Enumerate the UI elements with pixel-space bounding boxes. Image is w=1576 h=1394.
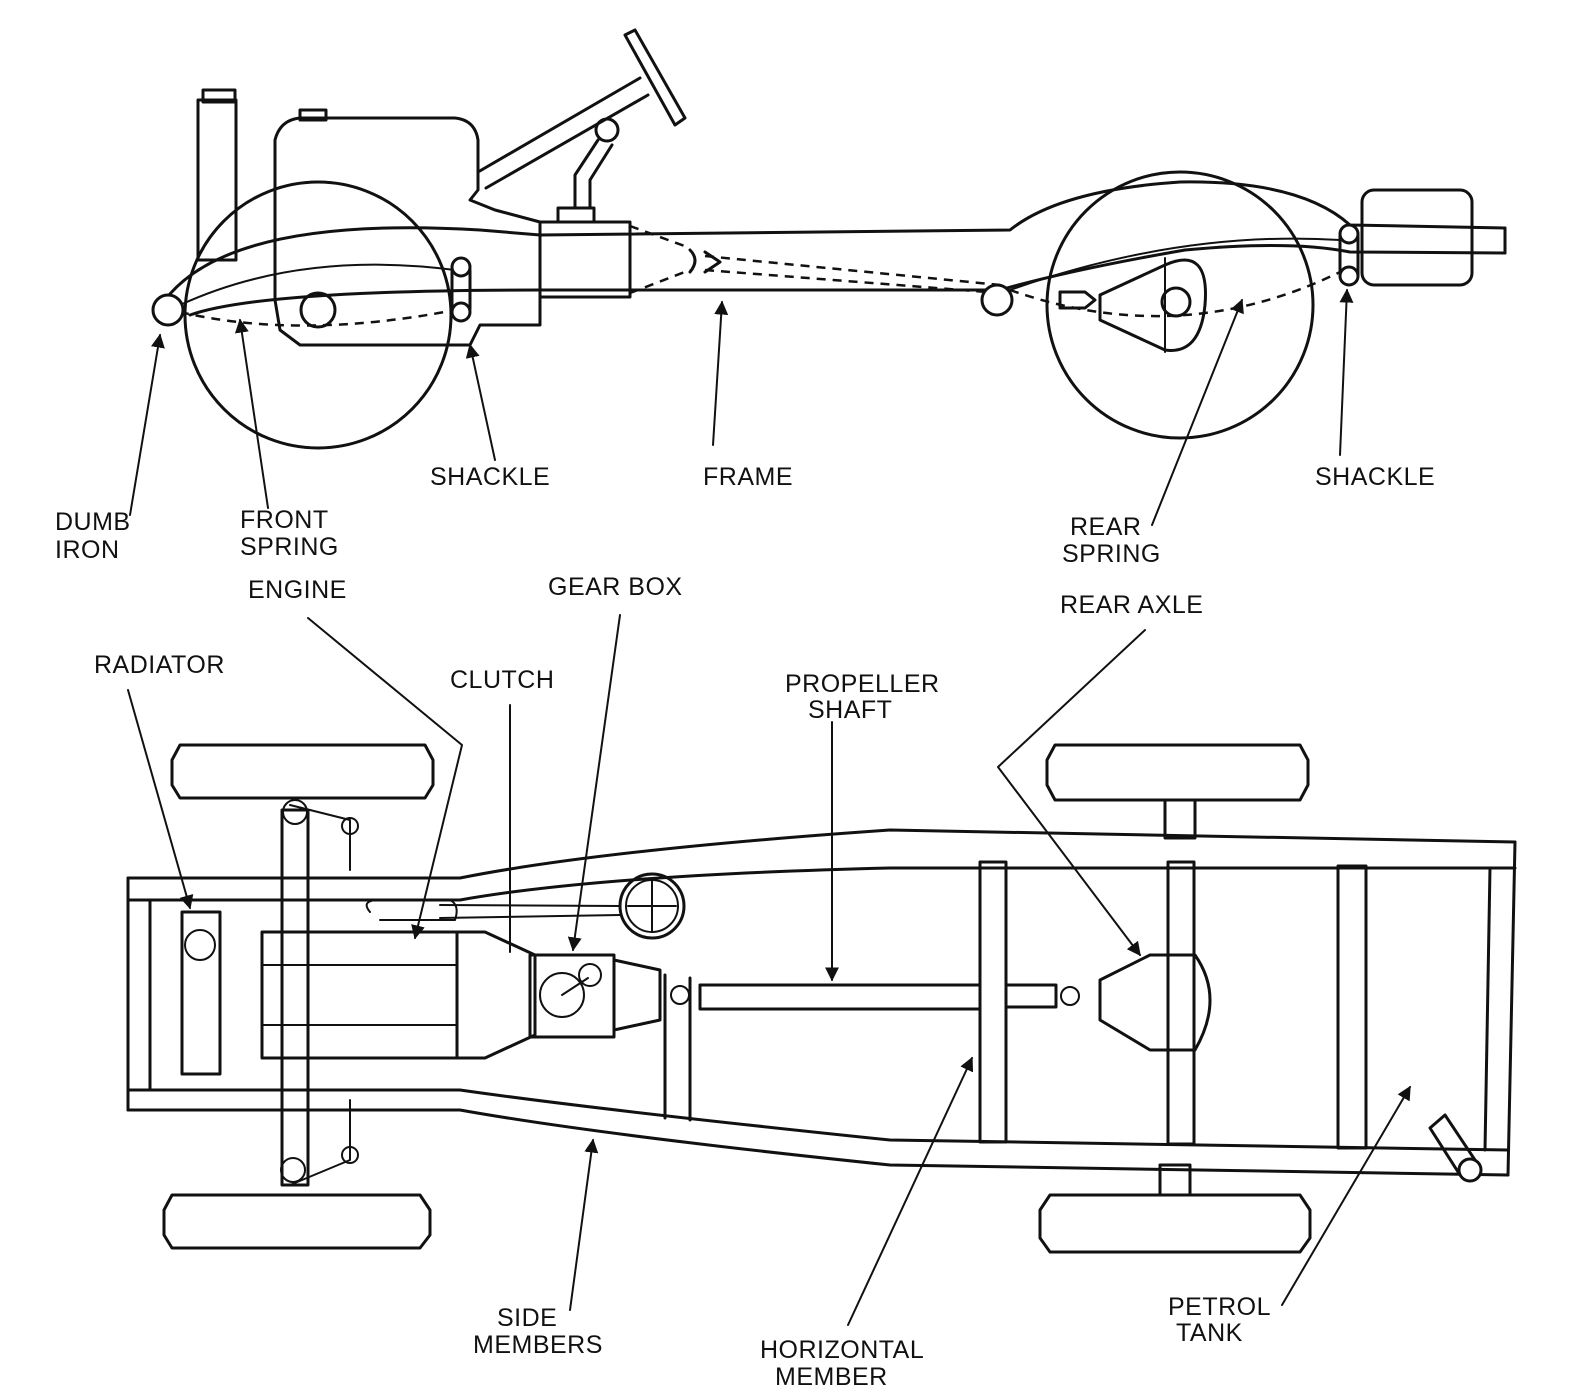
frame-label: FRAME bbox=[703, 463, 793, 491]
front-shackle-label: SHACKLE bbox=[430, 463, 550, 491]
petrol-tank-label-line1: PETROL bbox=[1168, 1293, 1271, 1321]
rear-left-wheel bbox=[1045, 743, 1310, 802]
front-spring-label-line1: FRONT bbox=[240, 506, 329, 534]
clutch-plan bbox=[455, 930, 537, 1060]
engine-label: ENGINE bbox=[248, 576, 347, 604]
petrol-tank-side bbox=[1360, 188, 1474, 287]
rear-axle-label: REAR AXLE bbox=[1060, 591, 1203, 619]
rear-wheel bbox=[1045, 170, 1315, 440]
front-axle-plan bbox=[280, 799, 359, 1187]
plan-view: ENGINE GEAR BOX REAR AXLE RADIATOR CLUTC… bbox=[94, 573, 1517, 1391]
rear-spring-label-line2: SPRING bbox=[1062, 540, 1161, 568]
gearbox-side bbox=[538, 117, 691, 299]
radiator-label: RADIATOR bbox=[94, 651, 225, 679]
dumb-iron-eye bbox=[151, 293, 185, 327]
rear-axle-diff-plan bbox=[1098, 953, 1212, 1052]
petrol-filler-plan bbox=[1428, 1113, 1483, 1183]
front-spring bbox=[179, 308, 456, 327]
propeller-shaft-label-line2: SHAFT bbox=[808, 696, 892, 724]
side-members-plan bbox=[126, 828, 1517, 1177]
steering-wheel-plan bbox=[439, 872, 686, 940]
propeller-shaft-label-line1: PROPELLER bbox=[785, 670, 940, 698]
steering-side bbox=[476, 28, 687, 190]
rear-spring-label-line1: REAR bbox=[1070, 513, 1141, 541]
propeller-shaft-side bbox=[688, 248, 1097, 310]
engine-plan bbox=[260, 899, 459, 1060]
radiator-plan bbox=[180, 910, 222, 1076]
front-spring-label-line2: SPRING bbox=[240, 533, 339, 561]
gearbox-plan bbox=[528, 953, 662, 1039]
front-shackle bbox=[450, 256, 472, 323]
side-members-label-line1: SIDE bbox=[497, 1304, 557, 1332]
front-wheel bbox=[183, 180, 453, 450]
rear-spring bbox=[1009, 270, 1341, 318]
clutch-label: CLUTCH bbox=[450, 666, 554, 694]
dumb-iron-label-line1: DUMB bbox=[55, 508, 131, 536]
frame-side bbox=[163, 180, 1507, 317]
dumb-iron-label-line2: IRON bbox=[55, 536, 120, 564]
horizontal-member-label-line1: HORIZONTAL bbox=[760, 1336, 924, 1364]
side-view: DUMB IRON FRONT SPRING SHACKLE FRAME REA… bbox=[55, 28, 1507, 568]
front-left-wheel bbox=[170, 743, 435, 800]
radiator-side bbox=[196, 88, 238, 262]
horizontal-member-label-line2: MEMBER bbox=[775, 1363, 888, 1391]
rear-shackle-label: SHACKLE bbox=[1315, 463, 1435, 491]
propeller-shaft-plan bbox=[670, 983, 1080, 1011]
side-members-label-line2: MEMBERS bbox=[473, 1331, 603, 1359]
rear-shackle bbox=[1338, 223, 1360, 287]
rear-axle-side bbox=[980, 257, 1207, 353]
rear-right-wheel bbox=[1038, 1193, 1312, 1254]
front-right-wheel bbox=[162, 1193, 432, 1250]
petrol-tank-label-line2: TANK bbox=[1176, 1319, 1243, 1347]
cross-members-plan bbox=[663, 860, 1368, 1150]
gear-box-label: GEAR BOX bbox=[548, 573, 683, 601]
